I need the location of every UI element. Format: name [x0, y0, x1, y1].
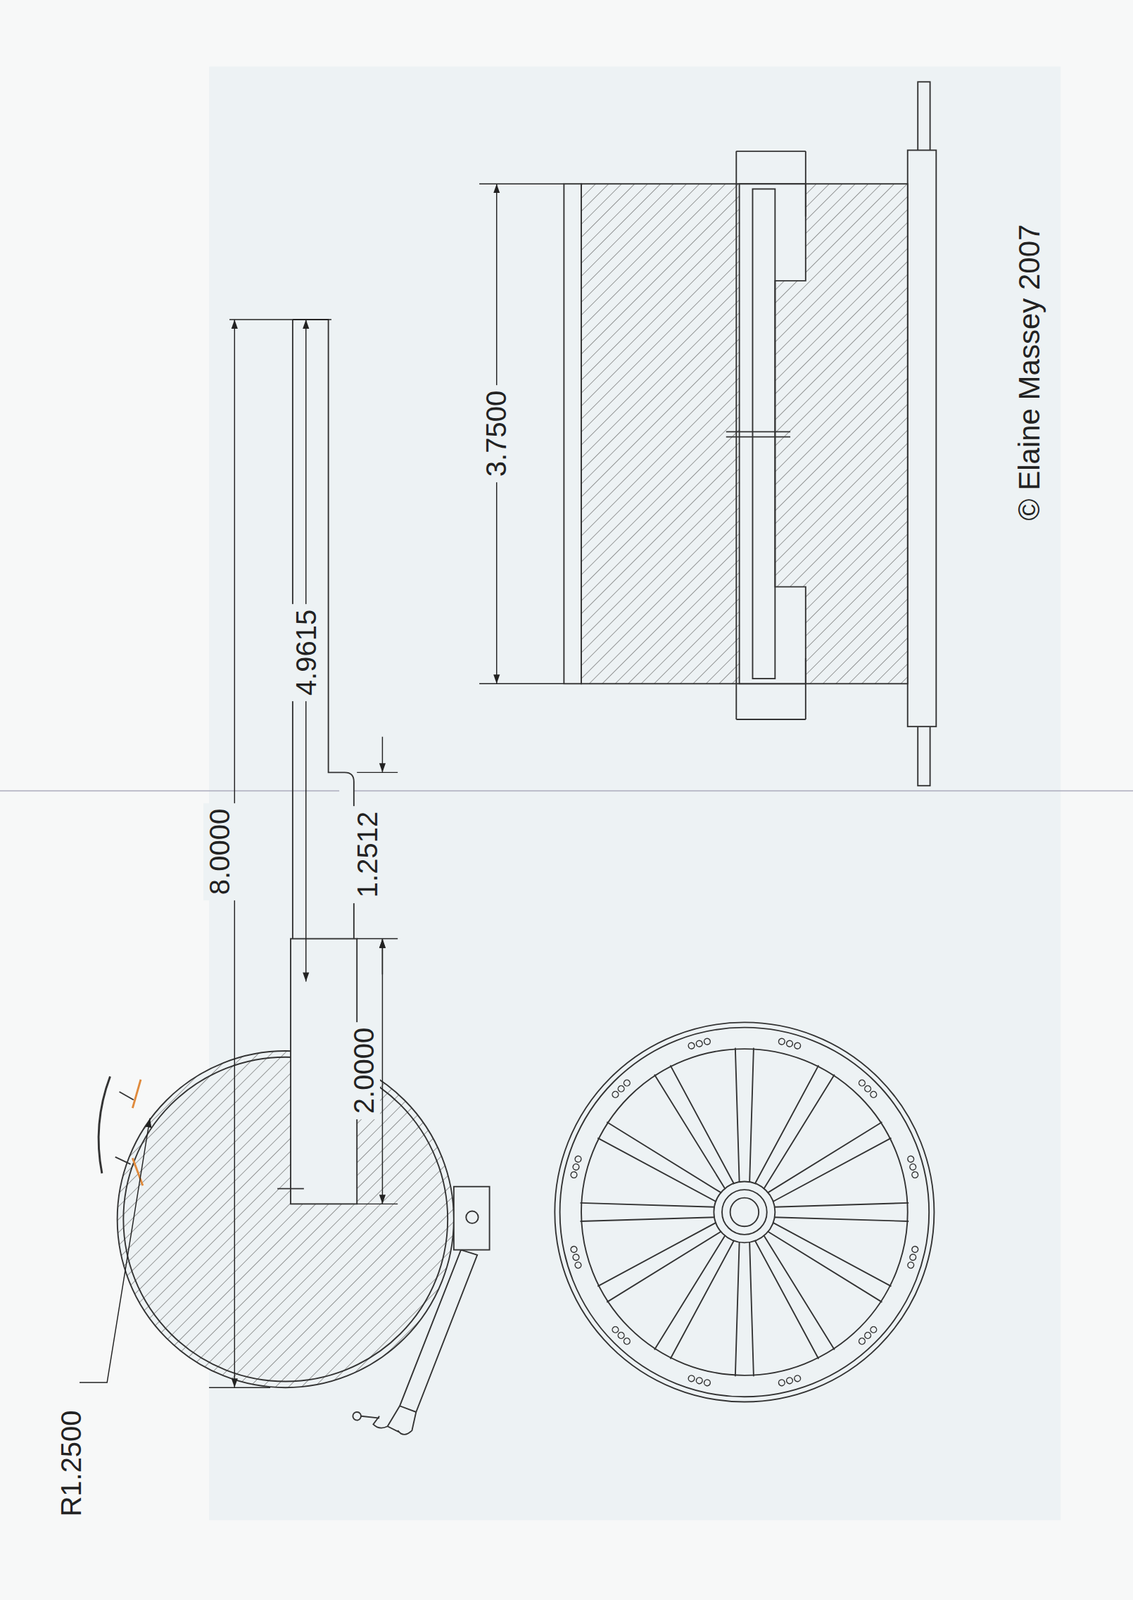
dimension-lines: [79, 183, 564, 1388]
dimension-label: 2.0000: [347, 1021, 381, 1119]
dimension-label: 8.0000: [203, 802, 236, 901]
radius-label: R1.2500: [56, 1409, 86, 1516]
fold-line: [0, 790, 1133, 791]
spoked-wheel: [554, 1021, 934, 1402]
copyright-note: © Elaine Massey 2007: [1014, 224, 1046, 521]
dimension-label: 3.7500: [479, 384, 513, 483]
wheel-section: [98, 319, 454, 1388]
side-section: [563, 81, 936, 786]
crank-handle: [352, 1186, 490, 1435]
dimension-label: 4.9615: [289, 603, 323, 701]
dimension-label: 1.2512: [351, 805, 384, 903]
